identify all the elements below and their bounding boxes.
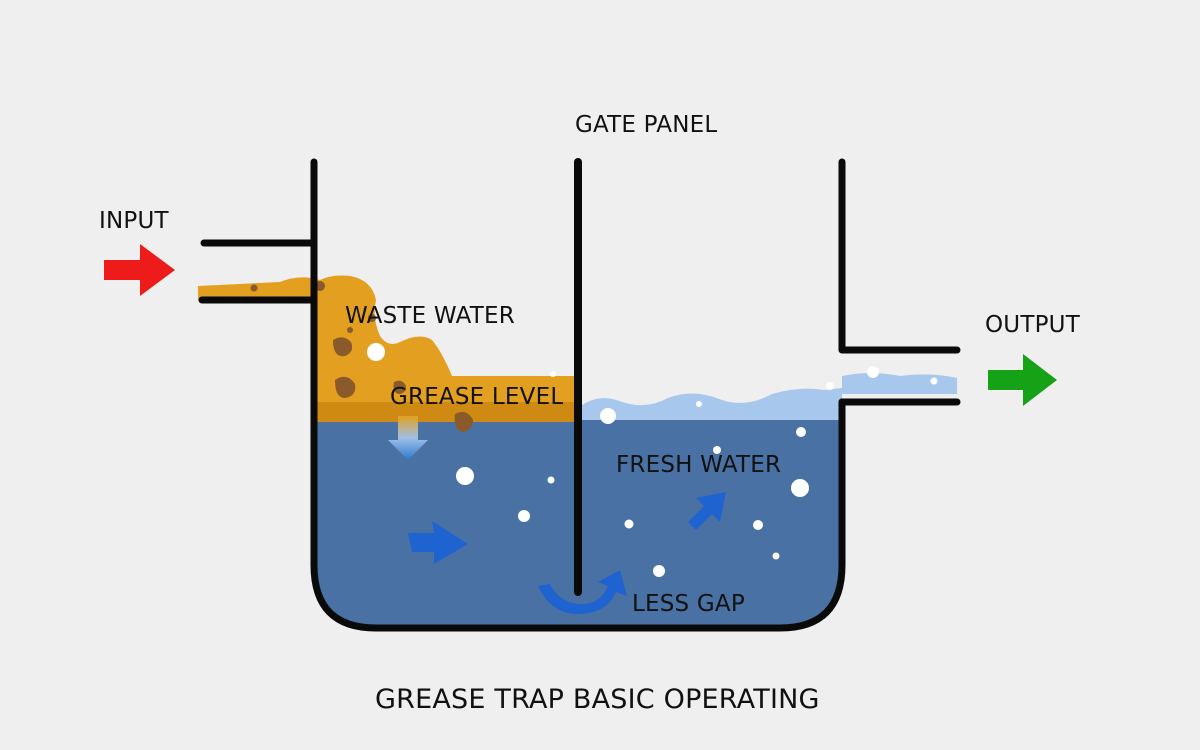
grease-level-label: GREASE LEVEL [390,384,564,410]
flow-arrow-right-icon [408,521,468,564]
diagram-caption: GREASE TRAP BASIC OPERATING [375,684,820,715]
water-surface-right [578,373,957,420]
grease-droplet-arrow-icon [388,416,428,460]
output-label: OUTPUT [985,312,1080,338]
tank-wall-left [310,158,846,632]
air-bubbles [367,343,938,577]
grease-layer [198,275,578,402]
waste-water-label: WASTE WATER [345,303,515,329]
output-arrow-icon [988,354,1057,406]
grease-interface-band [314,400,578,422]
fresh-water-label: FRESH WATER [616,452,782,478]
less-gap-curved-arrow-icon [538,570,627,615]
less-gap-label: LESS GAP [632,591,745,617]
flow-arrow-up-right-icon [688,492,726,530]
tank-wall-right-upper [838,158,961,354]
input-arrow-icon [104,244,175,296]
input-label: INPUT [99,208,169,234]
gate-panel-label: GATE PANEL [575,112,718,138]
